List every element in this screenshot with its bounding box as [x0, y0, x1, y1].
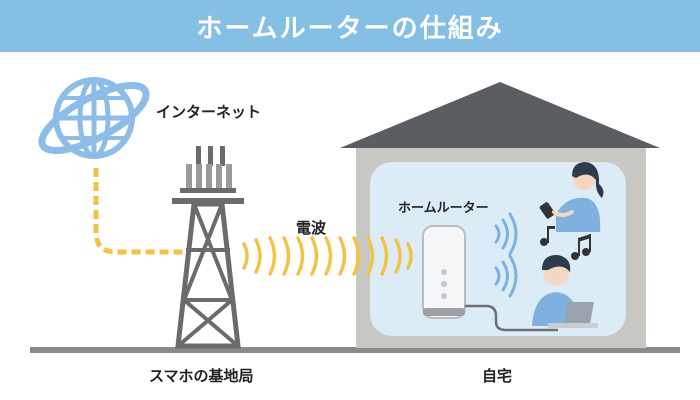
- radio-wave-arcs: [242, 236, 413, 276]
- house: [340, 82, 660, 348]
- person-with-laptop: [532, 254, 598, 328]
- internet-label: インターネット: [156, 103, 262, 121]
- laptop-icon: [548, 302, 598, 328]
- smartphone-icon: [539, 202, 555, 219]
- wifi-signal-icon: [494, 212, 518, 298]
- person-with-smartphone: [539, 162, 604, 232]
- globe-icon: [38, 77, 150, 159]
- cell-tower-icon: [172, 146, 244, 349]
- internet-cable: [93, 168, 186, 255]
- router-icon: [422, 225, 466, 319]
- radio-wave-label: 電波: [296, 219, 327, 237]
- music-note-icon: [540, 226, 591, 260]
- lan-cable: [465, 304, 558, 332]
- home-router-label: ホームルーター: [398, 201, 489, 216]
- title-banner: ホームルーターの仕組み: [0, 0, 700, 52]
- base-station-label: スマホの基地局: [149, 367, 254, 385]
- ground-line: [30, 347, 680, 353]
- page-title: ホームルーターの仕組み: [196, 13, 504, 44]
- house-roof: [340, 82, 660, 148]
- home-label: 自宅: [482, 367, 513, 385]
